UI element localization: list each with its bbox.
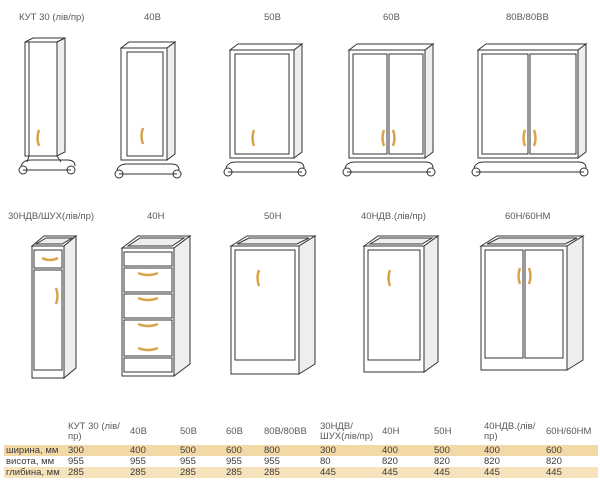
- table-cell: 400: [128, 445, 178, 456]
- table-cell: 800: [262, 445, 318, 456]
- table-cell: 955: [128, 456, 178, 467]
- table-cell: 445: [318, 467, 380, 478]
- label-40v: 40В: [144, 12, 161, 23]
- label-kut30: КУТ 30 (лів/пр): [19, 12, 85, 23]
- table-cell: 500: [432, 445, 482, 456]
- table-cell: 820: [482, 456, 544, 467]
- label-50v: 50В: [264, 12, 281, 23]
- wall-cabinet-60v-drawing: [342, 43, 436, 177]
- table-row-height: висота, мм 955 955 955 955 955 80 820 82…: [4, 456, 598, 467]
- label-80v: 80В/80ВВ: [506, 12, 549, 23]
- table-cell: 955: [224, 456, 262, 467]
- table-cell: 955: [178, 456, 224, 467]
- table-row-width: ширина, мм 300 400 500 600 800 300 400 5…: [4, 445, 598, 456]
- wall-cabinet-50v-drawing: [223, 43, 307, 177]
- header-cell: 30НДВ/ ШУХ(лів/пр): [320, 420, 374, 442]
- base-cabinet-50n-drawing: [229, 235, 317, 375]
- table-cell: 445: [380, 467, 432, 478]
- wall-cabinet-kut30-drawing: [18, 37, 76, 175]
- table-header-row: КУТ 30 (лів/ пр) 40В 50В 60В 80В/80ВВ 30…: [4, 418, 598, 445]
- header-cell: 60Н/60НМ: [546, 425, 592, 437]
- row-label: ширина, мм: [4, 445, 66, 456]
- label-40ndv: 40НДВ.(лів/пр): [361, 211, 426, 222]
- label-40n: 40Н: [147, 211, 165, 222]
- header-cell: 50В: [180, 425, 197, 437]
- row-label: глибина, мм: [4, 467, 66, 478]
- dimensions-table: КУТ 30 (лів/ пр) 40В 50В 60В 80В/80ВВ 30…: [4, 418, 598, 478]
- header-cell: 40В: [130, 425, 147, 437]
- table-cell: 285: [262, 467, 318, 478]
- table-cell: 600: [544, 445, 598, 456]
- table-cell: 600: [224, 445, 262, 456]
- table-cell: 80: [318, 456, 380, 467]
- base-cabinet-40ndv-drawing: [362, 235, 440, 373]
- header-cell: 40НДВ.(лів/ пр): [484, 420, 536, 442]
- table-row-depth: глибина, мм 285 285 285 285 285 445 445 …: [4, 467, 598, 478]
- label-30ndv: 30НДВ/ШУХ(лів/пр): [8, 211, 95, 222]
- label-60v: 60В: [383, 12, 400, 23]
- table-cell: 820: [544, 456, 598, 467]
- table-cell: 955: [262, 456, 318, 467]
- label-50n: 50Н: [264, 211, 282, 222]
- table-cell: 400: [482, 445, 544, 456]
- wall-cabinet-40v-drawing: [114, 41, 182, 179]
- base-cabinet-40n-drawing: [120, 235, 192, 377]
- table-cell: 820: [380, 456, 432, 467]
- header-cell: 80В/80ВВ: [264, 425, 307, 437]
- base-cabinet-30ndv-drawing: [30, 234, 78, 380]
- table-cell: 400: [380, 445, 432, 456]
- header-cell: 40Н: [382, 425, 400, 437]
- header-cell: 50Н: [434, 425, 452, 437]
- table-cell: 285: [66, 467, 128, 478]
- table-cell: 500: [178, 445, 224, 456]
- header-cell: 60В: [226, 425, 243, 437]
- wall-cabinet-80v-drawing: [471, 43, 589, 177]
- table-cell: 445: [544, 467, 598, 478]
- table-cell: 285: [224, 467, 262, 478]
- table-cell: 445: [432, 467, 482, 478]
- label-60n: 60Н/60НМ: [505, 211, 551, 222]
- table-cell: 955: [66, 456, 128, 467]
- base-cabinet-60n-drawing: [479, 235, 585, 371]
- header-cell: КУТ 30 (лів/ пр): [68, 420, 120, 442]
- row-label: висота, мм: [4, 456, 66, 467]
- header-cell-empty: [4, 418, 66, 445]
- table-cell: 285: [128, 467, 178, 478]
- table-cell: 820: [432, 456, 482, 467]
- table-cell: 285: [178, 467, 224, 478]
- table-cell: 445: [482, 467, 544, 478]
- table-cell: 300: [318, 445, 380, 456]
- table-cell: 300: [66, 445, 128, 456]
